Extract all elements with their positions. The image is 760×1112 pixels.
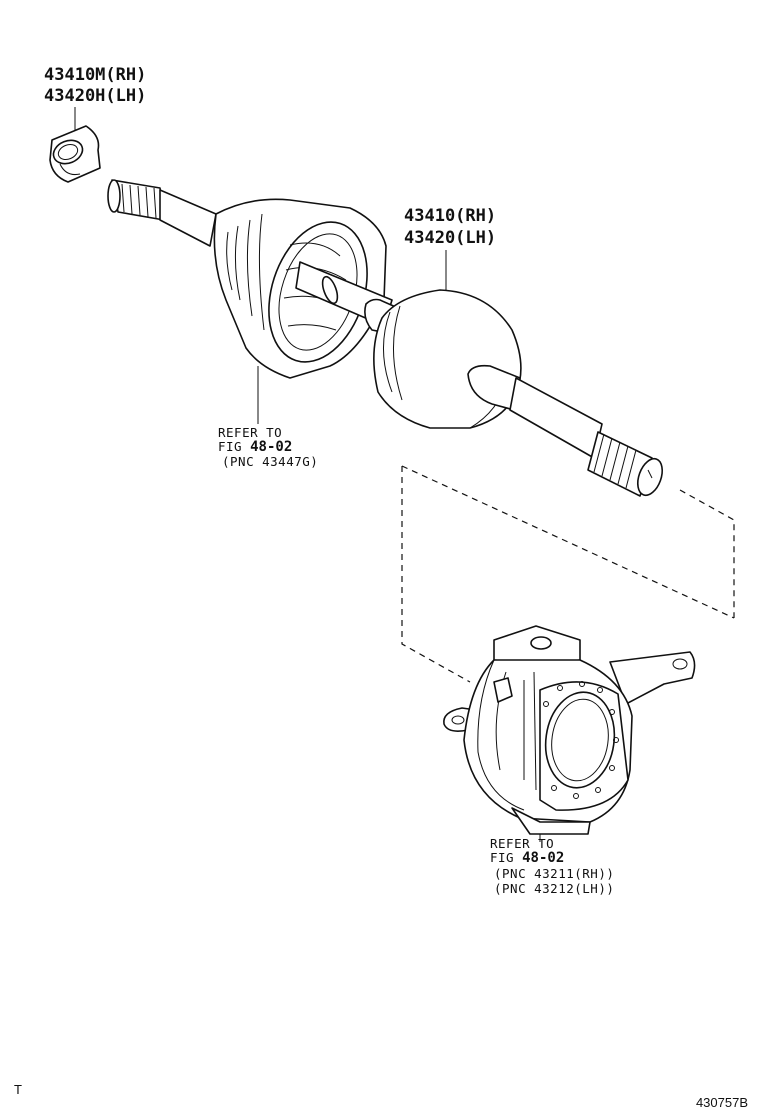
callout-43410m[interactable]: 43410M(RH) 43420H(LH)	[44, 65, 146, 133]
figure-reference: FIG 48-02	[218, 439, 292, 455]
part-number-rh: 43410M(RH)	[44, 65, 146, 85]
outer-stub-shaft	[107, 179, 217, 247]
callout-43410[interactable]: 43410(RH) 43420(LH)	[404, 206, 496, 290]
figure-code: 430757B	[696, 1095, 748, 1110]
pnc-reference: (PNC 43447G)	[222, 454, 318, 469]
callout-refer-knuckle[interactable]: REFER TO FIG 48-02 (PNC 43211(RH)) (PNC …	[490, 834, 614, 896]
pnc-reference-lh: (PNC 43212(LH))	[494, 881, 614, 896]
joint-housing	[373, 289, 522, 429]
part-number-lh: 43420H(LH)	[44, 86, 146, 106]
callout-refer-boot[interactable]: REFER TO FIG 48-02 (PNC 43447G)	[218, 366, 318, 469]
part-number-rh: 43410(RH)	[404, 206, 496, 226]
refer-text: REFER TO	[490, 836, 554, 851]
pnc-reference-rh: (PNC 43211(RH))	[494, 866, 614, 881]
ring-collar	[49, 125, 101, 183]
figure-reference: FIG 48-02	[490, 850, 564, 866]
corner-mark: T	[14, 1082, 22, 1097]
part-number-lh: 43420(LH)	[404, 228, 496, 248]
inner-shaft	[467, 364, 664, 497]
alignment-guide	[401, 465, 735, 683]
steering-knuckle	[443, 625, 696, 835]
refer-text: REFER TO	[218, 425, 282, 440]
